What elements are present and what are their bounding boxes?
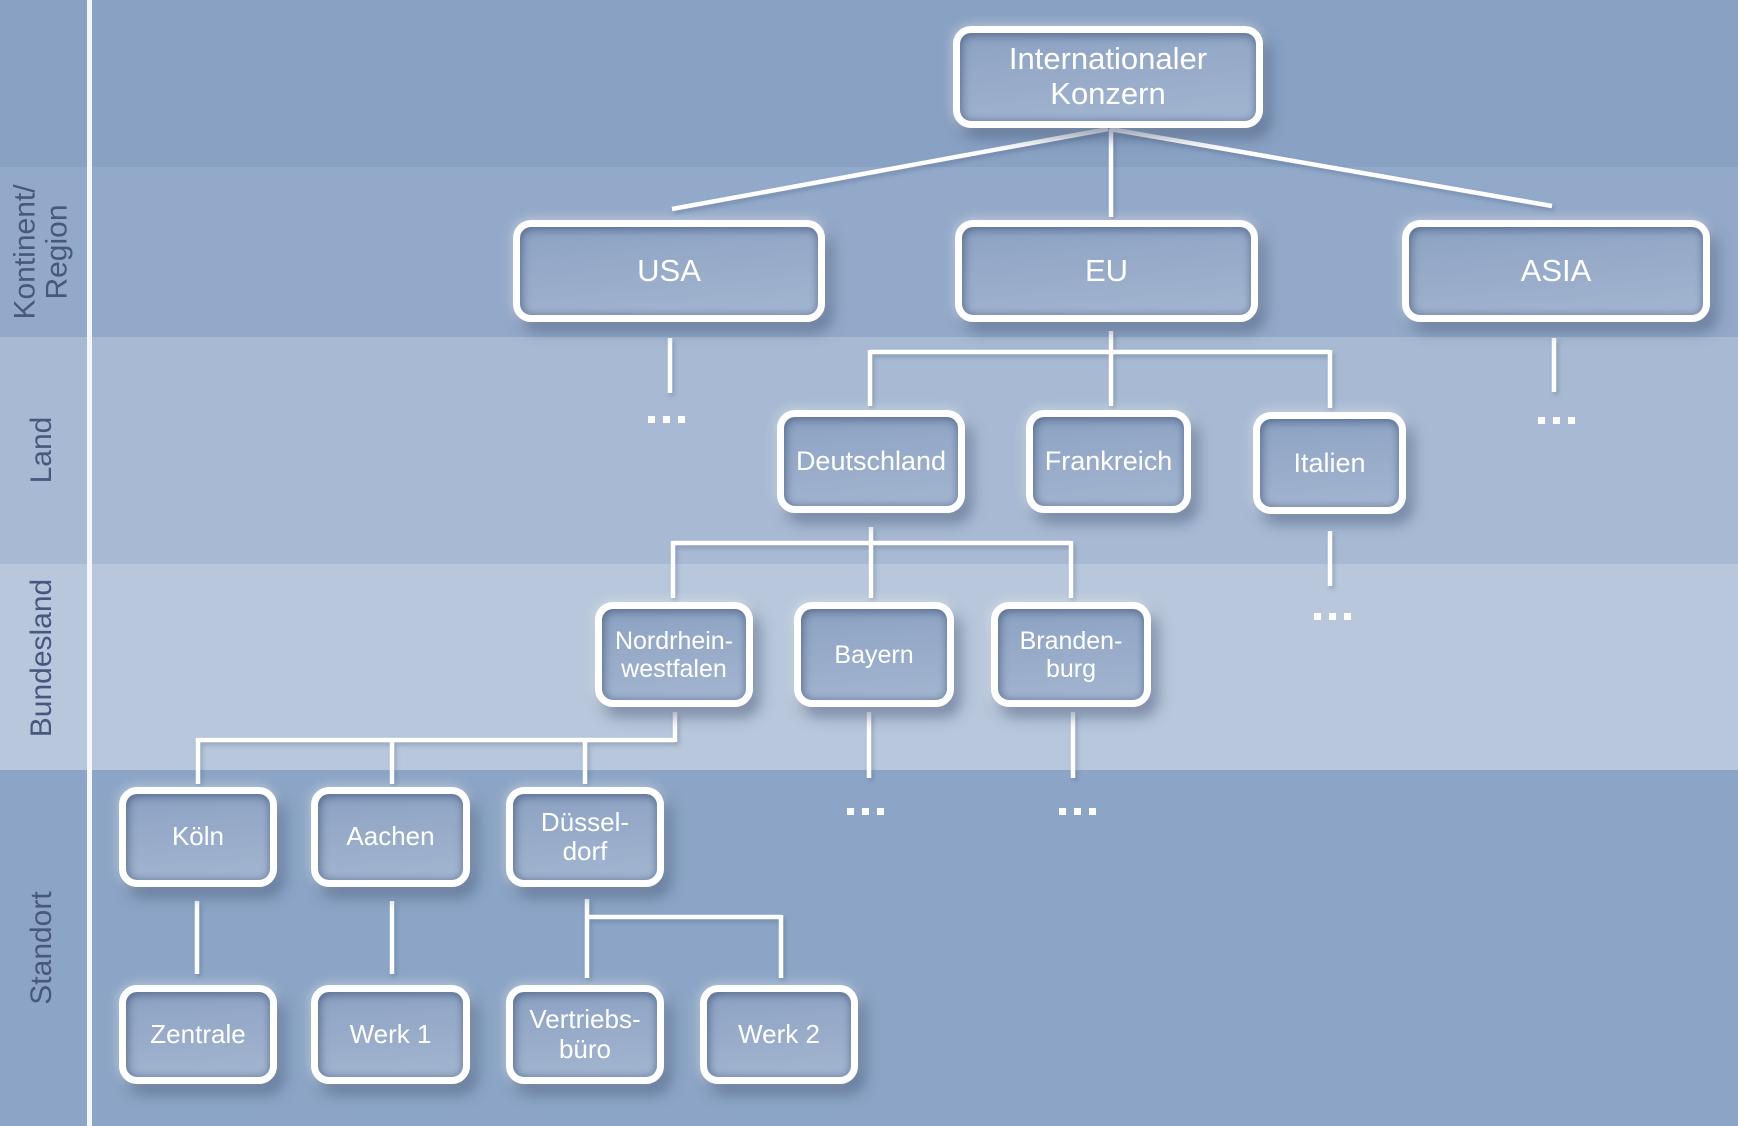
node-internationaler-konzern-label: Internationaler Konzern	[1008, 41, 1208, 111]
band-standort	[0, 770, 1738, 1126]
node-werk-1: Werk 1	[311, 985, 470, 1084]
node-asia-label: ASIA	[1520, 252, 1592, 288]
ellipsis-dot	[1329, 613, 1336, 620]
band-top-level	[0, 0, 1738, 167]
label-column-separator	[87, 0, 92, 1126]
node-nordrhein-westfalen-label: Nordrhein- westfalen	[614, 626, 734, 683]
node-vertriebsbuero-label: Vertriebs- büro	[529, 1004, 641, 1064]
node-eu: EU	[955, 220, 1258, 322]
ellipsis-dot	[1314, 613, 1321, 620]
ellipsis-under-bayern	[847, 808, 884, 815]
ellipsis-under-usa	[648, 416, 685, 423]
ellipsis-dot	[1553, 417, 1560, 424]
node-werk-1-label: Werk 1	[349, 1018, 432, 1049]
ellipsis-dot	[1538, 417, 1545, 424]
node-deutschland-label: Deutschland	[795, 446, 947, 477]
node-nordrhein-westfalen: Nordrhein- westfalen	[595, 602, 753, 707]
ellipsis-dot	[847, 808, 854, 815]
ellipsis-dot	[648, 416, 655, 423]
ellipsis-dot	[862, 808, 869, 815]
node-bayern-label: Bayern	[834, 640, 914, 669]
ellipsis-dot	[1089, 808, 1096, 815]
ellipsis-dot	[663, 416, 670, 423]
node-werk-2: Werk 2	[700, 985, 858, 1084]
ellipsis-dot	[1568, 417, 1575, 424]
ellipsis-under-brandenburg	[1059, 808, 1096, 815]
ellipsis-under-asia	[1538, 417, 1575, 424]
node-werk-2-label: Werk 2	[738, 1018, 820, 1049]
node-zentrale-label: Zentrale	[150, 1018, 246, 1049]
node-brandenburg-label: Branden- burg	[1019, 626, 1123, 683]
ellipsis-dot	[1074, 808, 1081, 815]
node-zentrale: Zentrale	[119, 985, 277, 1084]
node-brandenburg: Branden- burg	[991, 602, 1151, 707]
node-koeln-label: Köln	[171, 821, 225, 852]
node-deutschland: Deutschland	[777, 410, 965, 513]
ellipsis-dot	[1344, 613, 1351, 620]
node-bayern: Bayern	[794, 602, 954, 707]
node-aachen: Aachen	[311, 787, 470, 887]
node-eu-label: EU	[1084, 252, 1129, 288]
ellipsis-dot	[1059, 808, 1066, 815]
node-italien-label: Italien	[1293, 447, 1366, 478]
node-usa-label: USA	[637, 252, 701, 288]
node-italien: Italien	[1253, 412, 1406, 514]
node-frankreich: Frankreich	[1026, 410, 1191, 513]
node-duesseldorf-label: Düssel- dorf	[540, 806, 630, 866]
node-asia: ASIA	[1402, 220, 1710, 322]
connector-konzern-usa	[671, 126, 1109, 212]
node-duesseldorf: Düssel- dorf	[506, 787, 664, 887]
node-aachen-label: Aachen	[346, 821, 435, 852]
node-frankreich-label: Frankreich	[1044, 446, 1173, 477]
ellipsis-under-italien	[1314, 613, 1351, 620]
node-koeln: Köln	[119, 787, 277, 887]
ellipsis-dot	[877, 808, 884, 815]
node-usa: USA	[513, 220, 825, 322]
connector-konzern-asia	[1109, 126, 1553, 209]
node-vertriebsbuero: Vertriebs- büro	[506, 985, 664, 1084]
ellipsis-dot	[678, 416, 685, 423]
node-internationaler-konzern: Internationaler Konzern	[953, 26, 1263, 128]
